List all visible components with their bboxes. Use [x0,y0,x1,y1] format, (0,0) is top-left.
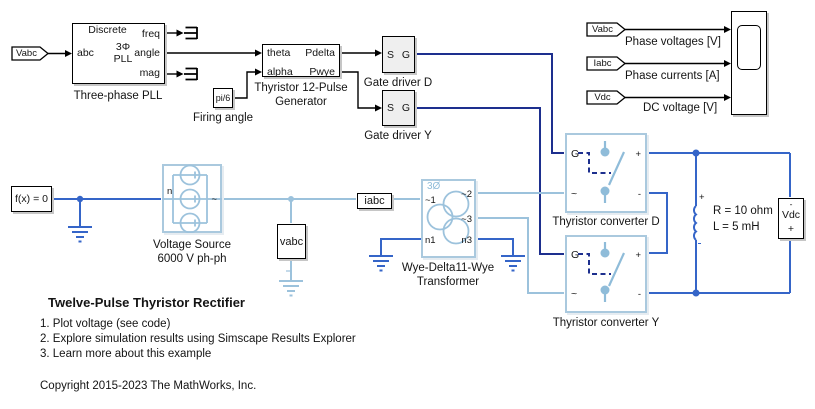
gate-driver-d-port-s: S [387,49,395,61]
transformer-port-n3: n3 [461,235,472,246]
source-port-n: n [167,186,173,197]
firing-angle-value: pi/6 [215,93,231,103]
gen-port-theta: theta [267,47,291,59]
pll-port-mag: mag [139,67,160,79]
gate-driver-d-port-g: G [401,49,410,61]
thyristor-converter-d-block[interactable]: G ~ + - [565,133,647,213]
thyristor-converter-d-caption: Thyristor converter D [552,216,660,228]
from-tag-vabc-source[interactable]: Vabc [16,48,37,59]
converter-d-port-plus: + [635,149,641,160]
firing-angle-caption: Firing angle [192,112,254,124]
model-note-2[interactable]: 2. Explore simulation results using Sims… [40,333,356,345]
three-phase-pll-block[interactable]: Discrete abc freq angle mag 3Φ PLL [72,23,165,84]
transformer-badge: 3Ø [427,181,441,192]
from-tag-iabc[interactable]: Iabc [593,58,612,69]
gate-driver-y-block[interactable]: S G [382,90,415,126]
gate-driver-d-block[interactable]: S G [382,36,415,73]
pll-port-abc: abc [77,47,94,59]
from-tag-vdc[interactable]: Vdc [594,92,611,103]
transformer-port-1: ~1 [425,195,436,206]
voltage-source-caption: Voltage Source 6000 V ph-ph [152,239,231,265]
three-phase-pll-caption: Three-phase PLL [73,90,163,102]
gate-driver-d-caption: Gate driver D [363,77,433,89]
model-note-3[interactable]: 3. Learn more about this example [40,348,212,360]
load-r-label: R = 10 ohm [713,205,773,217]
thyristor-converter-y-block[interactable]: G ~ + - [565,235,647,313]
vdc-sensor-plus: + [787,223,795,235]
thyristor-converter-y-icon [578,242,626,302]
gate-driver-y-port-g: G [401,102,410,114]
transformer-port-3: ~3 [461,214,472,225]
pulse-generator-block[interactable]: theta alpha Pdelta Pwye [262,44,340,78]
model-title: Twelve-Pulse Thyristor Rectifier [48,295,245,310]
pll-port-freq: freq [141,28,160,40]
pll-port-angle: angle [134,47,160,59]
load-plus-label: + [699,192,705,203]
converter-y-port-ac: ~ [571,288,578,300]
converter-d-port-ac: ~ [571,188,578,200]
source-port-out: ~ [211,194,217,205]
load-l-label: L = 5 mH [713,221,760,233]
solver-label: f(x) = 0 [15,193,48,205]
transformer-block[interactable]: 3Ø ~1 n1 ~2 ~3 n3 [421,179,476,258]
iabc-sensor-block[interactable]: iabc [357,193,392,209]
vabc-sensor-block[interactable]: vabc [277,224,306,259]
transformer-port-n1: n1 [425,235,436,246]
vabc-sensor-label: vabc [279,235,304,248]
terminator-icon [184,26,198,81]
gen-port-pwye: Pwye [309,66,335,78]
thyristor-converter-y-caption: Thyristor converter Y [552,317,660,329]
converter-y-port-g: G [571,249,580,261]
pll-type-line1: 3Φ [115,41,131,53]
pll-type-line2: PLL [113,53,133,65]
gate-driver-y-caption: Gate driver Y [364,130,432,142]
vdc-sensor-block[interactable]: - Vdc + [778,198,804,239]
gen-port-pdelta: Pdelta [305,47,335,59]
solver-configuration-block[interactable]: f(x) = 0 [11,186,52,212]
label-dc-voltage: DC voltage [V] [643,102,718,114]
vdc-sensor-label: Vdc [781,209,801,221]
converter-y-port-minus: - [637,289,641,300]
scope-block[interactable] [731,11,767,115]
pulse-generator-caption: Thyristor 12-Pulse Generator [254,82,348,108]
pll-discrete-text: Discrete [88,24,127,36]
label-phase-voltages: Phase voltages [V] [625,36,721,48]
firing-angle-block[interactable]: pi/6 [213,88,233,108]
copyright-text: Copyright 2015-2023 The MathWorks, Inc. [40,380,257,392]
iabc-sensor-label: iabc [364,195,385,207]
converter-y-port-plus: + [635,250,641,261]
transformer-caption: Wye-Delta11-Wye Transformer [401,262,495,288]
from-tag-vabc[interactable]: Vabc [592,24,613,35]
transformer-port-2: ~2 [461,189,472,200]
vdc-sensor-minus: - [789,199,793,209]
gen-port-alpha: alpha [267,66,293,78]
converter-d-port-g: G [571,148,580,160]
voltage-source-block[interactable]: n ~ [162,164,222,233]
scope-screen [737,25,761,70]
gate-driver-y-port-s: S [387,102,395,114]
model-note-1[interactable]: 1. Plot voltage (see code) [40,318,171,330]
label-phase-currents: Phase currents [A] [625,70,720,82]
thyristor-converter-d-icon [578,141,626,203]
converter-d-port-minus: - [637,189,641,200]
